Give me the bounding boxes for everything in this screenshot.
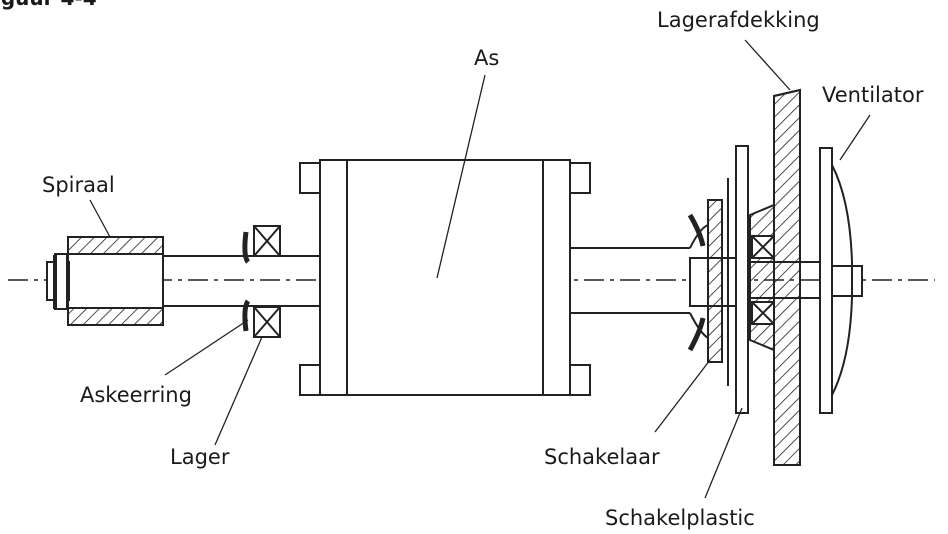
label-ventilator: Ventilator xyxy=(822,83,924,107)
lagerafdekking-part xyxy=(749,88,801,466)
label-lagerafdekking: Lagerafdekking xyxy=(657,8,820,32)
leader-lines xyxy=(89,39,871,499)
ventilator-part xyxy=(819,147,853,414)
schakelplastic-part xyxy=(727,145,749,414)
spiraal-part xyxy=(46,236,164,326)
label-lager: Lager xyxy=(170,445,230,469)
lager-part xyxy=(242,225,281,338)
figure-caption: iguur 4-4 xyxy=(0,0,97,8)
rotor-body xyxy=(299,159,591,396)
label-schakelplastic: Schakelplastic xyxy=(605,506,755,530)
schakelaar-part xyxy=(687,199,723,363)
left-shaft xyxy=(163,255,300,307)
label-schakelaar: Schakelaar xyxy=(544,445,660,469)
label-spiraal: Spiraal xyxy=(42,173,115,197)
label-askeerring: Askeerring xyxy=(80,383,192,407)
label-as: As xyxy=(474,46,500,70)
